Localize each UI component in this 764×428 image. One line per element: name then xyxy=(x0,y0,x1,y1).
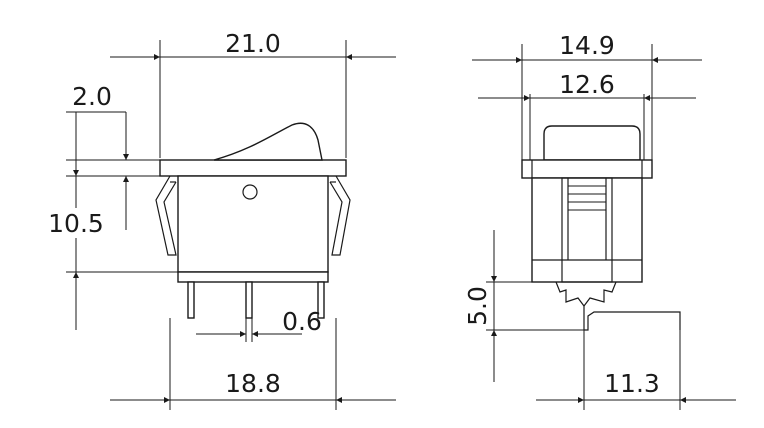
dim-side-overall-width: 14.9 xyxy=(559,31,615,60)
side-view: 14.9 12.6 5.0 11.3 xyxy=(463,31,736,410)
dim-pin-width: 0.6 xyxy=(282,307,322,336)
side-terminal xyxy=(583,306,681,331)
dim-rocker-height: 2.0 xyxy=(72,82,112,111)
left-latch xyxy=(155,175,177,256)
dim-side-body-width: 12.6 xyxy=(559,70,615,99)
front-view: 21.0 2.0 10.5 0.6 18.8 xyxy=(48,29,396,410)
dim-overall-width: 21.0 xyxy=(225,29,281,58)
housing-hole xyxy=(242,184,258,200)
switch-housing xyxy=(177,175,329,273)
side-rocker xyxy=(543,125,641,161)
side-body xyxy=(531,177,643,283)
pin-right xyxy=(317,281,325,319)
dim-body-height: 10.5 xyxy=(48,209,104,238)
side-clip xyxy=(555,281,617,307)
pin-middle xyxy=(245,281,253,319)
rocker-base xyxy=(159,159,347,177)
right-latch xyxy=(329,175,351,256)
housing-base xyxy=(177,271,329,283)
rocker-cap xyxy=(213,122,323,161)
dim-pin-span: 18.8 xyxy=(225,369,281,398)
dim-terminal-offset: 11.3 xyxy=(604,369,660,398)
pin-left xyxy=(187,281,195,319)
dim-terminal-height: 5.0 xyxy=(463,286,492,326)
side-flange xyxy=(521,159,653,179)
